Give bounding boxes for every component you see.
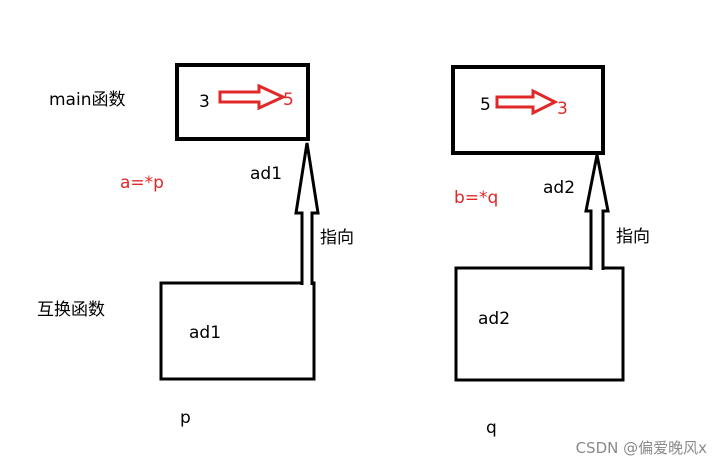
q-box-content: ad2 (478, 309, 511, 329)
csdn-watermark: CSDN @偏爱晚风x (575, 439, 707, 457)
points-to-label-right: 指向 (616, 227, 650, 247)
value-change-arrow-b (495, 88, 559, 116)
pointer-p-box (159, 281, 316, 381)
p-box-content: ad1 (189, 323, 222, 343)
value-change-arrow-a (218, 83, 287, 111)
b-new-value: 3 (557, 99, 568, 119)
variable-b-box (451, 65, 605, 155)
pointer-p-label: p (180, 408, 191, 428)
b-deref-expression: b=*q (454, 188, 499, 208)
a-deref-expression: a=*p (120, 173, 164, 193)
address-ad2-label: ad2 (543, 178, 576, 198)
a-new-value: 5 (283, 90, 294, 110)
points-to-arrow-right (584, 154, 610, 270)
points-to-arrow-left (294, 142, 320, 285)
address-ad1-label: ad1 (250, 164, 283, 184)
swap-function-label: 互换函数 (37, 300, 105, 320)
main-function-label: main函数 (49, 90, 126, 110)
variable-a-box (175, 63, 310, 141)
pointer-q-label: q (486, 418, 497, 438)
points-to-label-left: 指向 (320, 228, 354, 248)
a-old-value: 3 (199, 92, 210, 112)
pointer-q-box (454, 266, 625, 382)
b-old-value: 5 (480, 95, 491, 115)
